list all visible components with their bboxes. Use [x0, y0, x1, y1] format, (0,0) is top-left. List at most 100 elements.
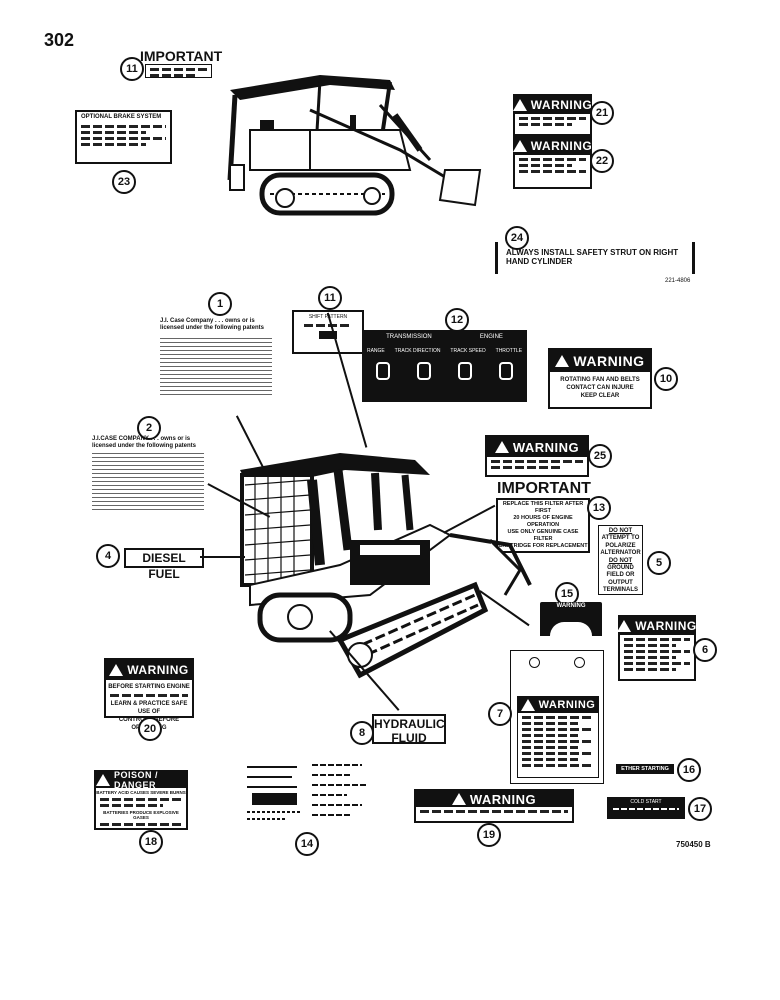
label-25-text: ALWAYS INSTALL SAFETY STRUT ON RIGHT HAN… [495, 242, 695, 274]
mounting-hole-icon [574, 657, 585, 668]
warning-triangle-icon [617, 620, 632, 632]
label-17-text: COLD START [630, 799, 662, 805]
callout-5: 5 [647, 551, 671, 575]
label-7-warning: WARNING [517, 696, 599, 778]
callout-17: 17 [688, 797, 712, 821]
label-23-warning: WARNING [485, 435, 589, 477]
label-19-header: WARNING [416, 791, 572, 807]
label-1-title: J.I. Case Company . . . owns or is licen… [160, 318, 265, 331]
callout-23: 25 [588, 444, 612, 468]
lever-icon [499, 362, 514, 380]
label-2-title: J.I.CASE COMPANY . . . owns or is licens… [92, 436, 197, 449]
mounting-hole-icon [529, 657, 540, 668]
crawler-loader-illustration [227, 75, 482, 216]
label-20-line1: BEFORE STARTING ENGINE [108, 684, 190, 690]
label-25-code: 221-4806 [665, 278, 691, 284]
callout-13: 13 [587, 496, 611, 520]
label-18-line1: BATTERY ACID CAUSES SEVERE BURNS [96, 790, 186, 795]
label-5-line3: POLARIZE [605, 542, 636, 549]
label-8-line2: FLUID [391, 731, 427, 745]
callout-20: 20 [138, 717, 162, 741]
label-10-line2: CONTACT CAN INJURE [566, 385, 634, 391]
label-12-transmission: TRANSMISSION [386, 334, 432, 340]
callout-2: 2 [137, 416, 161, 440]
label-13-line4: CARTRIDGE FOR REPLACEMENT [498, 543, 588, 549]
warning-triangle-icon [512, 140, 527, 152]
label-10-line1: ROTATING FAN AND BELTS [560, 377, 640, 383]
label-13-line1: REPLACE THIS FILTER AFTER FIRST [502, 501, 584, 514]
label-23-header: WARNING [487, 437, 587, 457]
label-6-head-text: WARNING [635, 619, 697, 633]
callout-7: 7 [488, 702, 512, 726]
callout-1: 1 [208, 292, 232, 316]
warning-triangle-icon [512, 99, 527, 111]
callout-9: 11 [120, 57, 144, 81]
label-5-line9: TERMINALS [603, 587, 638, 594]
warning-triangle-icon [555, 355, 570, 367]
label-16-ether: ETHER STARTING AID [616, 764, 674, 782]
label-24-title: OPTIONAL BRAKE SYSTEM [81, 114, 162, 120]
leader-line [200, 556, 245, 558]
callout-19: 19 [477, 823, 501, 847]
callout-11: 11 [318, 286, 342, 310]
label-15-head: WARNING [556, 603, 586, 609]
callout-25: 24 [505, 226, 529, 250]
callout-22: 22 [590, 149, 614, 173]
label-5-line7: FIELD OR [606, 572, 635, 579]
label-14-drawing [247, 764, 367, 820]
callout-4: 4 [96, 544, 120, 568]
label-17-cold-start: COLD START [607, 797, 685, 819]
label-12-control-panel: TRANSMISSION ENGINE RANGE TRACK DIRECTIO… [362, 330, 527, 402]
callout-8: 8 [350, 721, 374, 745]
label-15-cutout [550, 622, 592, 636]
callout-16: 16 [677, 758, 701, 782]
label-21-header: WARNING [512, 96, 593, 114]
label-10-header: WARNING [550, 350, 650, 372]
page-number: 302 [44, 30, 75, 50]
label-20-warning: WARNING BEFORE STARTING ENGINE LEARN & P… [104, 658, 194, 731]
label-5-line1: DO NOT [608, 528, 633, 534]
label-13-line2: 20 HOURS OF ENGINE OPERATION [513, 515, 573, 528]
callout-18: 18 [139, 830, 163, 854]
figure-code: 750450 B [676, 840, 711, 849]
callout-6: 6 [693, 638, 717, 662]
label-9-plate [145, 64, 212, 78]
label-1-patent-list [160, 335, 272, 395]
label-13-title: IMPORTANT [497, 480, 591, 497]
label-22-header: WARNING [512, 137, 592, 155]
lever-icon [416, 362, 431, 380]
label-12-range: RANGE [366, 348, 385, 354]
callout-24: 23 [112, 170, 136, 194]
label-2-patent-list [92, 452, 204, 510]
label-11-block [319, 331, 337, 339]
label-21-head-text: WARNING [530, 98, 593, 112]
lever-icon [375, 362, 390, 380]
label-18-head-text: POISON / DANGER [114, 770, 159, 790]
warning-triangle-icon [451, 793, 466, 805]
label-5-line2: ATTEMPT TO [601, 535, 640, 542]
label-12-track-direction: TRACK DIRECTION [394, 348, 441, 354]
label-12-track-speed: TRACK SPEED [450, 348, 486, 354]
label-19-warning: WARNING [414, 789, 574, 823]
label-7-plate: WARNING [510, 650, 604, 784]
lever-icon [458, 362, 473, 380]
label-18-poison-danger: POISON / DANGER BATTERY ACID CAUSES SEVE… [94, 770, 188, 830]
label-19-head-text: WARNING [469, 791, 537, 807]
label-5-line5: DO NOT [608, 557, 633, 564]
label-5-line4: ALTERNATOR [600, 550, 641, 557]
label-18-header: POISON / DANGER [96, 770, 186, 790]
label-22-warning: WARNING [512, 135, 592, 189]
label-10-line3: KEEP CLEAR [580, 393, 620, 399]
label-7-header: WARNING [518, 697, 598, 713]
crawler-dozer-illustration [240, 453, 532, 679]
label-10-warning: WARNING ROTATING FAN AND BELTS CONTACT C… [548, 348, 652, 409]
label-13-plate: REPLACE THIS FILTER AFTER FIRST 20 HOURS… [496, 498, 590, 553]
label-12-throttle: THROTTLE [495, 348, 523, 354]
label-7-head-text: WARNING [538, 699, 596, 711]
label-12-engine: ENGINE [479, 334, 503, 340]
label-9-title: IMPORTANT [140, 48, 223, 64]
label-23-head-text: WARNING [512, 439, 580, 455]
callout-21: 21 [590, 101, 614, 125]
label-15-warning: WARNING [540, 602, 602, 636]
callout-14: 14 [295, 832, 319, 856]
